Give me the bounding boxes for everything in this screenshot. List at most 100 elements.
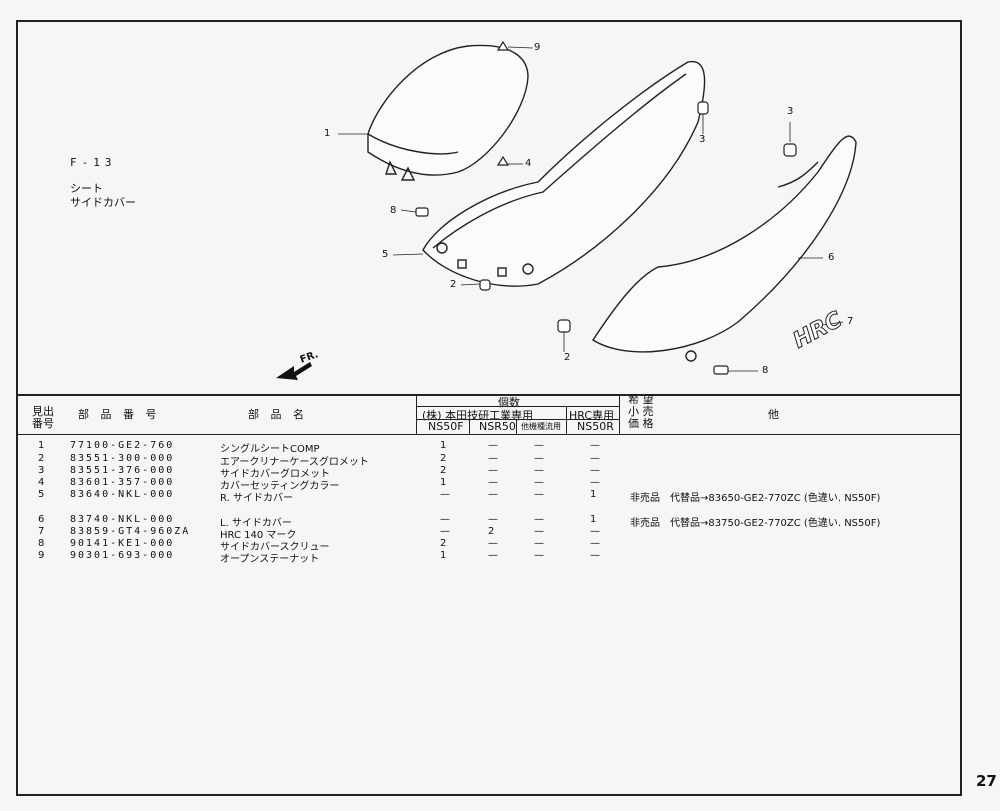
qty-nsr50-cell: —	[488, 465, 498, 476]
header-part-no: 部 品 番 号	[78, 408, 161, 421]
part-name-cell: サイドカバースクリュー	[220, 542, 330, 553]
table-row: 1 77100-GE2-760 シングルシートCOMP 1 — — —	[18, 440, 960, 455]
callout-1: 1	[324, 128, 331, 139]
qty-other-cell: —	[534, 477, 544, 488]
table-row: 3 83551-376-000 サイドカバーグロメット 2 — — —	[18, 465, 960, 480]
qty-other-cell: —	[534, 550, 544, 561]
part-number-cell: 77100-GE2-760	[70, 440, 175, 451]
qty-ns50f-cell: 2	[440, 453, 447, 464]
callout-7: 7	[847, 316, 854, 327]
part-name-cell: カバーセッティングカラー	[220, 481, 340, 492]
callout-2-b: 2	[564, 352, 571, 363]
qty-other-cell: —	[534, 465, 544, 476]
table-header: 見出 番号 部 品 番 号 部 品 名 個数 (株) 本田技研工業専用 HRC専…	[18, 394, 960, 435]
page-frame: F-13 シート サイドカバー 9 1 4 8 5 2 2 3 3 6 7 8 …	[16, 20, 962, 796]
qty-other-cell: —	[534, 489, 544, 500]
qty-nsr50-cell: —	[488, 440, 498, 451]
page-number: 27	[976, 772, 997, 790]
left-side-cover-drawing	[592, 135, 857, 362]
qty-ns50f-cell: 1	[440, 440, 447, 451]
header-part-name: 部 品 名	[248, 408, 308, 421]
qty-nsr50-cell: —	[488, 453, 498, 464]
ref-no-cell: 4	[38, 477, 45, 488]
qty-other-cell: —	[534, 514, 544, 525]
qty-ns50f-cell: 2	[440, 465, 447, 476]
qty-nsr50-cell: —	[488, 477, 498, 488]
row-divider	[416, 419, 619, 420]
front-arrow-icon	[276, 362, 312, 380]
part-name-cell: オープンステーナット	[220, 554, 320, 565]
part-number-cell: 83859-GT4-960ZA	[70, 526, 191, 537]
qty-nsr50-cell: 2	[488, 526, 495, 537]
header-other: 他	[768, 408, 779, 421]
qty-nsr50-cell: —	[488, 489, 498, 500]
table-row: 7 83859-GT4-960ZA HRC 140 マーク — 2 — —	[18, 526, 960, 541]
callout-6: 6	[828, 252, 835, 263]
part-name-cell: サイドカバーグロメット	[220, 469, 330, 480]
part-number-cell: 90141-KE1-000	[70, 538, 175, 549]
leader-lines	[338, 46, 844, 372]
header-company: (株) 本田技研工業専用	[422, 409, 534, 422]
qty-other-cell: —	[534, 526, 544, 537]
header-ref-no: 見出 番号	[32, 405, 54, 430]
ref-no-cell: 7	[38, 526, 45, 537]
part-name-cell: R. サイドカバー	[220, 493, 293, 504]
callout-3-a: 3	[699, 134, 706, 145]
callout-4: 4	[525, 158, 532, 169]
table-row: 2 83551-300-000 エアークリナーケースグロメット 2 — — —	[18, 453, 960, 468]
qty-other-cell: —	[534, 453, 544, 464]
qty-ns50r-cell: —	[590, 526, 600, 537]
qty-ns50f-cell: —	[440, 514, 450, 525]
right-side-cover-drawing	[422, 60, 706, 287]
ref-no-cell: 5	[38, 489, 45, 500]
qty-ns50r-cell: —	[590, 453, 600, 464]
qty-nsr50-cell: —	[488, 538, 498, 549]
qty-ns50f-cell: 1	[440, 477, 447, 488]
ref-no-cell: 2	[38, 453, 45, 464]
callout-5: 5	[382, 249, 389, 260]
callout-2-a: 2	[450, 279, 457, 290]
header-ns50f: NS50F	[428, 420, 464, 433]
part-name-cell: シングルシートCOMP	[220, 444, 320, 455]
row-divider	[416, 406, 619, 407]
col-divider	[516, 419, 517, 434]
part-number-cell: 83640-NKL-000	[70, 489, 175, 500]
header-other-models: 他機種流用	[521, 422, 561, 431]
header-ns50r: NS50R	[577, 420, 614, 433]
ref-no-cell: 3	[38, 465, 45, 476]
header-qty: 個数	[498, 396, 520, 409]
qty-other-cell: —	[534, 538, 544, 549]
qty-ns50f-cell: —	[440, 526, 450, 537]
remark-cell: 非売品 代替品→83650-GE2-770ZC (色違い. NS50F)	[630, 493, 881, 504]
part-name-cell: エアークリナーケースグロメット	[220, 457, 369, 468]
col-divider	[469, 419, 470, 434]
qty-nsr50-cell: —	[488, 514, 498, 525]
ref-no-cell: 9	[38, 550, 45, 561]
part-number-cell: 83551-300-000	[70, 453, 175, 464]
parts-illustration	[276, 40, 857, 380]
part-name-cell: HRC 140 マーク	[220, 530, 297, 541]
figure-title-line-2: サイドカバー	[70, 196, 136, 209]
col-divider	[416, 394, 417, 434]
qty-ns50r-cell: —	[590, 440, 600, 451]
figure-title: シート サイドカバー	[70, 182, 136, 210]
remark-cell: 非売品 代替品→83750-GE2-770ZC (色違い. NS50F)	[630, 518, 881, 529]
qty-ns50r-cell: 1	[590, 514, 597, 525]
exploded-diagram: F-13 シート サイドカバー 9 1 4 8 5 2 2 3 3 6 7 8 …	[18, 22, 960, 396]
part-number-cell: 83740-NKL-000	[70, 514, 175, 525]
header-hrc-only: HRC専用	[569, 409, 615, 422]
qty-ns50f-cell: 2	[440, 538, 447, 549]
col-divider	[619, 394, 620, 434]
figure-title-line-1: シート	[70, 182, 103, 195]
ref-no-cell: 1	[38, 440, 45, 451]
qty-ns50r-cell: —	[590, 465, 600, 476]
qty-other-cell: —	[534, 440, 544, 451]
part-number-cell: 83551-376-000	[70, 465, 175, 476]
ref-no-cell: 6	[38, 514, 45, 525]
qty-ns50r-cell: —	[590, 550, 600, 561]
col-divider	[566, 406, 567, 434]
